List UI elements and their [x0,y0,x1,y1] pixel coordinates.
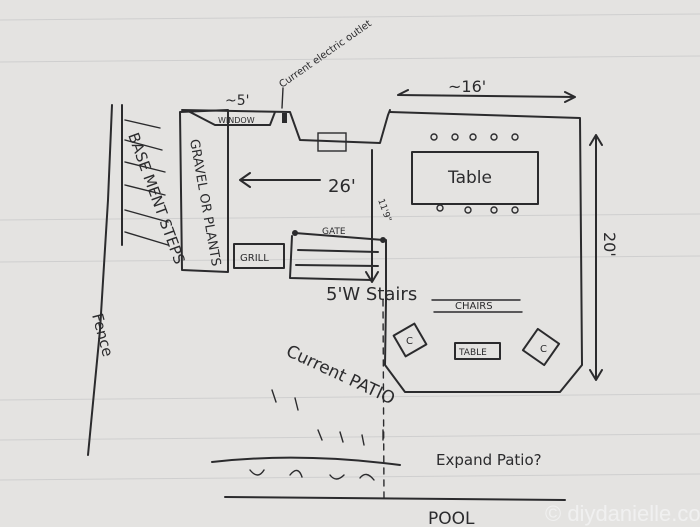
fence-line [87,104,113,456]
patio-edge [211,456,401,466]
dining-table [411,151,539,205]
lounge-chair-right [521,327,561,367]
outlet-icon [282,113,287,123]
gravel-bed: GRAVEL OR PLANTS [179,109,229,273]
small-table [454,342,501,360]
watermark: © diydanielle.com [545,501,700,526]
house-wall [181,109,391,144]
deck-width-label: ~16' [448,77,486,96]
stairs: GATE 5'W Stairs [289,227,417,305]
chair-c-label: C [406,336,413,347]
deck-outline [384,111,583,393]
gate-label: GATE [322,227,346,237]
fence-label: Fence [88,311,117,358]
basement-steps: BASE MENT STEPS [121,104,189,267]
property-line [382,299,385,501]
door [317,132,347,152]
small-table-label: TABLE [458,348,487,358]
window [189,111,276,126]
length-26-label: 26' [328,176,356,197]
paper-grid [0,13,700,481]
basement-steps-label: BASE MENT STEPS [124,130,188,266]
table-label: Table [447,168,492,188]
gravel-label: GRAVEL OR PLANTS [186,138,223,267]
chairs-label: CHAIRS [455,301,493,312]
grill [233,243,285,269]
lounge-chair-left [392,322,428,358]
current-patio-label: Current PATIO [283,341,398,409]
patio-stones [249,389,384,481]
pool-edge [224,496,566,501]
stairs-label: 5'W Stairs [326,284,417,305]
pool-label: POOL [428,509,475,527]
dining-chairs [430,133,519,214]
grill-label: GRILL [240,253,269,264]
outlet-label: Current electric outlet [277,18,374,90]
deck-depth-label: 20' [600,232,619,257]
stair-dim-label: 11'9" [375,198,393,224]
window-width-label: ~5' [225,93,250,109]
window-label: WINDOW [218,116,255,125]
expand-patio-label: Expand Patio? [436,451,542,469]
chair-c-label-2: C [540,344,547,355]
